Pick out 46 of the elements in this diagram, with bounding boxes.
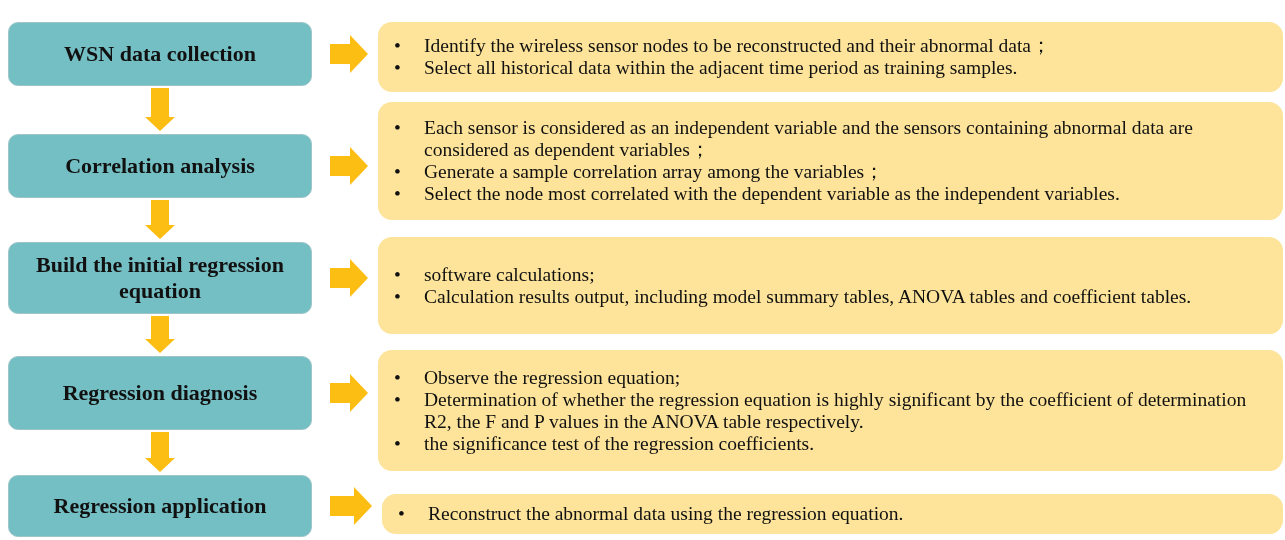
- bullet-text: Calculation results output, including model summary tables, ANOVA tables and coefficient tables.: [424, 285, 1192, 308]
- block-arrow: [330, 147, 368, 185]
- bullet-mark: •: [394, 388, 402, 411]
- bullet-text: software calculations;: [424, 263, 595, 286]
- step-title: WSN data collection: [64, 40, 256, 68]
- bullet-text: Reconstruct the abnormal data using the regression equation.: [428, 503, 904, 525]
- bullet-mark: •: [394, 35, 402, 57]
- bullet-mark: •: [394, 117, 402, 139]
- step-title: Regression diagnosis: [62, 379, 258, 407]
- step-title: Build the initial regression equation: [35, 251, 285, 305]
- bullet-text: the significance test of the regression coefficients.: [424, 432, 815, 455]
- description-panel: [378, 350, 1283, 471]
- bullet-mark: •: [398, 503, 406, 525]
- bullet-mark: •: [394, 432, 402, 455]
- block-arrow: [145, 316, 175, 353]
- process-box: [8, 356, 312, 430]
- bullet-text: Select the node most correlated with the dependent variable as the independent variables.: [424, 183, 1120, 205]
- process-box: [8, 134, 312, 198]
- bullet-mark: •: [394, 263, 402, 286]
- description-panel: [378, 22, 1283, 92]
- bullet-mark: •: [394, 161, 402, 183]
- description-panel: [378, 237, 1283, 334]
- bullet-text: Select all historical data within the adjacent time period as training samples.: [424, 57, 1018, 79]
- block-arrow: [145, 432, 175, 472]
- description-panel: [382, 494, 1283, 534]
- bullet-text: Identify the wireless sensor nodes to be reconstructed and their abnormal data；: [424, 35, 1051, 57]
- block-arrow: [330, 259, 368, 297]
- bullet-text: Determination of whether the regression equation is highly significant by the coefficient of determination R2, the F and P values in the ANOVA table respectively.: [424, 388, 1248, 433]
- process-box: [8, 242, 312, 314]
- block-arrow: [330, 35, 368, 73]
- bullet-text: Observe the regression equation;: [424, 366, 681, 389]
- bullet-mark: •: [394, 183, 402, 205]
- bullet-mark: •: [394, 285, 402, 308]
- description-panel: [378, 102, 1283, 220]
- bullet-text: Each sensor is considered as an independent variable and the sensors containing abnormal data are considered as dependent variables；: [424, 117, 1194, 161]
- step-title: Correlation analysis: [65, 152, 255, 180]
- bullet-text: Generate a sample correlation array among the variables；: [424, 161, 885, 183]
- block-arrow: [145, 88, 175, 131]
- bullet-mark: •: [394, 366, 402, 389]
- process-box: [8, 475, 312, 537]
- step-title: Regression application: [53, 492, 267, 520]
- block-arrow: [145, 200, 175, 239]
- block-arrow: [330, 487, 372, 525]
- block-arrow: [330, 374, 368, 412]
- process-box: [8, 22, 312, 86]
- bullet-mark: •: [394, 57, 402, 79]
